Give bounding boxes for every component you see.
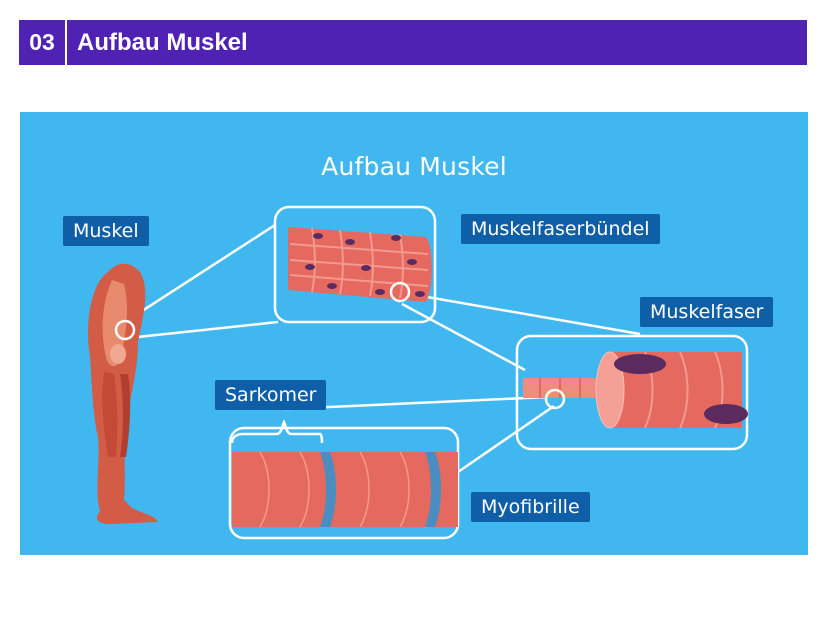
myofibril [230, 419, 458, 528]
connector-line [284, 395, 549, 411]
muscle-fiber-bundle [288, 227, 432, 303]
bundle-frame [273, 205, 437, 324]
connector-line [401, 302, 526, 372]
muscle-structure-diagram: Aufbau Muskel Muskel Muskelfaserbündel M… [20, 112, 808, 555]
connector-line [409, 292, 641, 336]
diagram-graphics [88, 205, 749, 540]
diagram-title: Aufbau Muskel [321, 152, 507, 181]
connector-line [124, 223, 276, 324]
label-muskelfaserbuendel: Muskelfaserbündel [461, 214, 660, 244]
section-title: Aufbau Muskel [77, 28, 248, 56]
connector-line [457, 404, 555, 474]
label-muskel: Muskel [63, 216, 149, 246]
label-myofibrille: Myofibrille [471, 492, 590, 522]
muscle-fiber [523, 351, 748, 429]
label-muskelfaser: Muskelfaser [640, 297, 774, 327]
connector-lines [124, 223, 641, 474]
section-header: 03 Aufbau Muskel [19, 20, 807, 65]
leg-figure [88, 263, 158, 524]
section-number: 03 [19, 20, 67, 65]
connector-line [127, 320, 279, 340]
fiber-frame [515, 334, 749, 451]
label-sarkomer: Sarkomer [215, 380, 327, 410]
